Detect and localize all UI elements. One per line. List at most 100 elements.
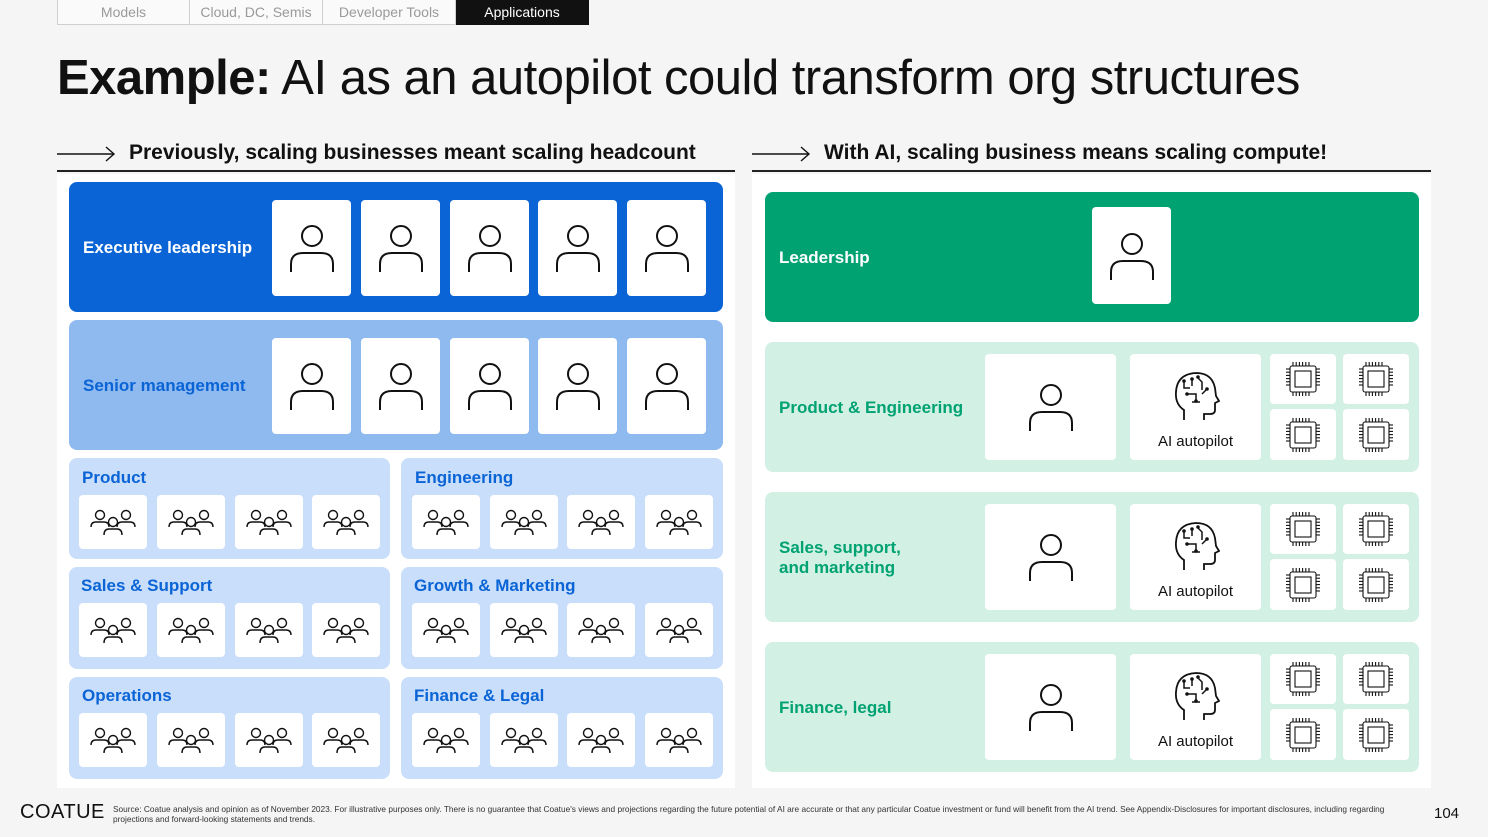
group-card [567,603,635,657]
ai-row-sales-support-marketing: Sales, support, and marketing AI autopil… [765,492,1419,622]
ai-autopilot-card: AI autopilot [1130,504,1261,610]
group-icon [243,508,295,536]
person-icon [554,222,602,274]
chip-card [1270,654,1336,704]
group-icon [243,726,295,754]
ai-row-label: Product & Engineering [779,398,964,417]
group-card [235,495,303,549]
group-icon [320,616,372,644]
group-card [490,713,558,767]
chip-card [1343,559,1409,610]
ai-row-product-engineering: Product & Engineering AI autopilot [765,342,1419,472]
team-label: Sales & Support [81,576,213,595]
arrow-right-icon [752,146,811,162]
group-card [567,495,635,549]
chip-icon [1285,417,1321,453]
group-icon [575,726,627,754]
ai-autopilot-caption: AI autopilot [1157,583,1234,600]
group-card [79,495,147,549]
team-box-engineering: Engineering [401,458,723,559]
chip-icon [1285,661,1321,697]
person-icon [1027,381,1075,433]
person-icon [377,360,425,412]
person-icon [377,222,425,274]
person-card [985,654,1116,760]
executive-leadership-label: Executive leadership [83,238,253,257]
group-card [235,603,303,657]
chip-card [1343,654,1409,704]
group-card [645,603,713,657]
group-card [645,495,713,549]
team-label: Product [82,468,147,487]
person-card [361,338,440,434]
title-bold: Example: [57,51,271,105]
group-icon [165,616,217,644]
leadership-box: Leadership [765,192,1419,322]
chip-icon [1285,717,1321,753]
group-icon [320,508,372,536]
group-card [157,603,225,657]
chip-card [1270,709,1336,760]
team-box-finance-legal: Finance & Legal [401,677,723,779]
executive-leadership-box: Executive leadership [69,182,723,312]
brain-icon [1172,518,1220,574]
chip-card [1270,504,1336,554]
ai-autopilot-caption: AI autopilot [1157,733,1234,750]
group-card [412,495,480,549]
group-icon [498,726,550,754]
tab-developer-tools[interactable]: Developer Tools [323,0,456,25]
group-icon [165,726,217,754]
group-icon [320,726,372,754]
page-title: Example: AI as an autopilot could transf… [57,50,1300,106]
group-icon [653,508,705,536]
person-icon [643,360,691,412]
chip-icon [1285,361,1321,397]
person-card [450,338,529,434]
group-icon [420,726,472,754]
person-card [1092,207,1171,304]
tab-cloud-dc-semis[interactable]: Cloud, DC, Semis [190,0,323,25]
group-icon [243,616,295,644]
ai-autopilot-caption: AI autopilot [1157,433,1234,450]
title-rest: AI as an autopilot could transform org s… [270,51,1300,105]
person-icon [554,360,602,412]
chip-icon [1358,361,1394,397]
chip-card [1343,409,1409,460]
leadership-label: Leadership [779,248,870,267]
tab-applications[interactable]: Applications [456,0,589,25]
team-box-growth-marketing: Growth & Marketing [401,567,723,669]
page-number: 104 [1434,805,1460,822]
group-card [79,713,147,767]
person-card [272,200,351,296]
group-icon [653,616,705,644]
group-card [490,603,558,657]
brain-icon [1172,368,1220,424]
person-icon [288,222,336,274]
person-card [627,338,706,434]
group-icon [165,508,217,536]
chip-icon [1358,717,1394,753]
senior-management-box: Senior management [69,320,723,450]
arrow-right-icon [57,146,116,162]
person-icon [288,360,336,412]
group-icon [420,508,472,536]
group-icon [575,616,627,644]
chip-card [1270,559,1336,610]
tab-models[interactable]: Models [57,0,190,25]
chip-card [1343,354,1409,404]
group-icon [575,508,627,536]
group-card [312,713,380,767]
section-tabs: Models Cloud, DC, Semis Developer Tools … [57,0,589,25]
person-icon [1027,681,1075,733]
person-icon [466,222,514,274]
senior-management-label: Senior management [83,376,246,395]
group-card [157,713,225,767]
group-card [645,713,713,767]
person-card [538,200,617,296]
person-icon [1027,531,1075,583]
chip-icon [1285,511,1321,547]
group-card [157,495,225,549]
person-card [272,338,351,434]
company-logo: COATUE [20,801,105,823]
group-card [312,603,380,657]
